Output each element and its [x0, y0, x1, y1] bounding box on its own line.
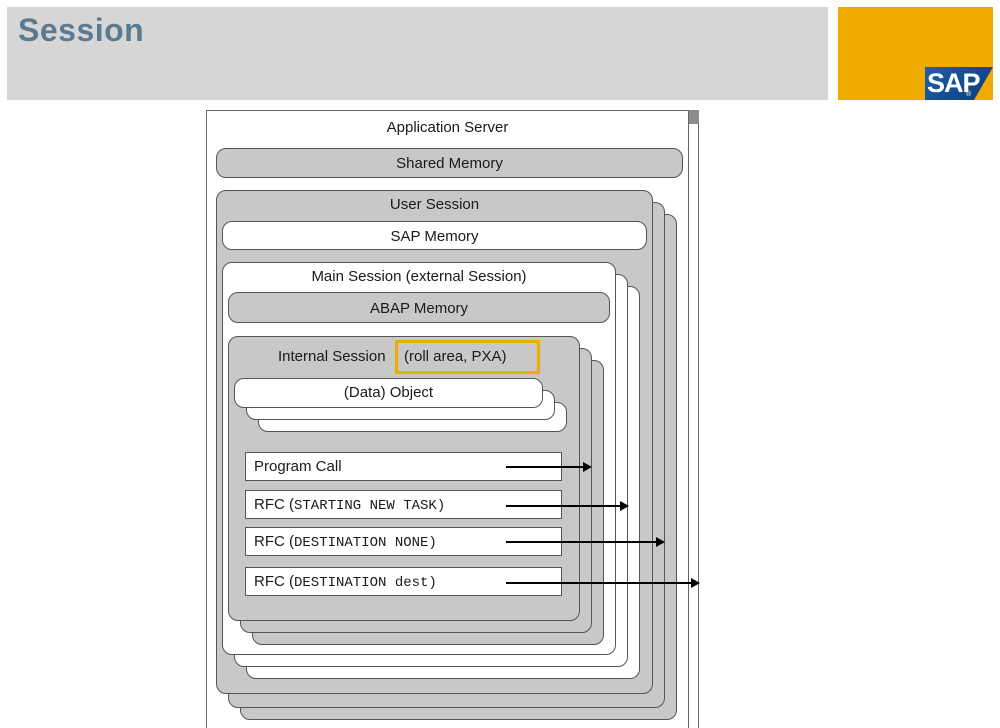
user-session-label: User Session [389, 196, 480, 213]
abap-memory-label: ABAP Memory [369, 300, 469, 317]
rfc-destination-none-code: DESTINATION NONE) [294, 535, 437, 551]
rfc-new-task-arrow-icon [620, 501, 629, 511]
rfc-destination-dest-box [245, 567, 562, 596]
application-server-shadow [689, 110, 699, 728]
rfc-new-task-label: RFC (STARTING NEW TASK) [254, 496, 445, 514]
application-server-shadow-top [689, 110, 699, 124]
sap-logo-text: SAP [927, 68, 981, 98]
abap-memory-box [228, 292, 610, 323]
internal-session-label: Internal Session [278, 348, 386, 365]
rfc-new-task-prefix: RFC ( [254, 496, 294, 513]
rfc-destination-none-prefix: RFC ( [254, 533, 294, 550]
rfc-destination-dest-code: DESTINATION dest) [294, 575, 437, 591]
rfc-destination-none-label: RFC (DESTINATION NONE) [254, 533, 437, 551]
rfc-new-task-box [245, 490, 562, 519]
program-call-label: Program Call [254, 458, 342, 475]
rfc-destination-dest-label: RFC (DESTINATION dest) [254, 573, 437, 591]
rfc-destination-none-arrow-line [506, 541, 657, 543]
sap-memory-label: SAP Memory [390, 228, 479, 245]
application-server-label: Application Server [386, 119, 509, 136]
shared-memory-label: Shared Memory [396, 155, 503, 172]
rfc-destination-dest-arrow-icon [691, 578, 700, 588]
main-session-label: Main Session (external Session) [311, 268, 527, 285]
sap-memory-box [222, 221, 647, 250]
title-bar [7, 7, 828, 100]
rfc-new-task-arrow-line [506, 505, 621, 507]
program-call-arrow-icon [583, 462, 592, 472]
sap-logo-registered-mark: ® [966, 91, 972, 98]
roll-area-highlight-box [395, 340, 540, 374]
rfc-destination-dest-arrow-line [506, 582, 692, 584]
data-object-box [234, 378, 543, 408]
rfc-destination-dest-prefix: RFC ( [254, 573, 294, 590]
data-object-label: (Data) Object [343, 384, 434, 401]
shared-memory-box [216, 148, 683, 178]
roll-area-label: (roll area, PXA) [404, 348, 507, 365]
rfc-new-task-code: STARTING NEW TASK) [294, 498, 446, 514]
rfc-destination-none-arrow-icon [656, 537, 665, 547]
program-call-arrow-line [506, 466, 584, 468]
page-title: Session [18, 12, 145, 48]
